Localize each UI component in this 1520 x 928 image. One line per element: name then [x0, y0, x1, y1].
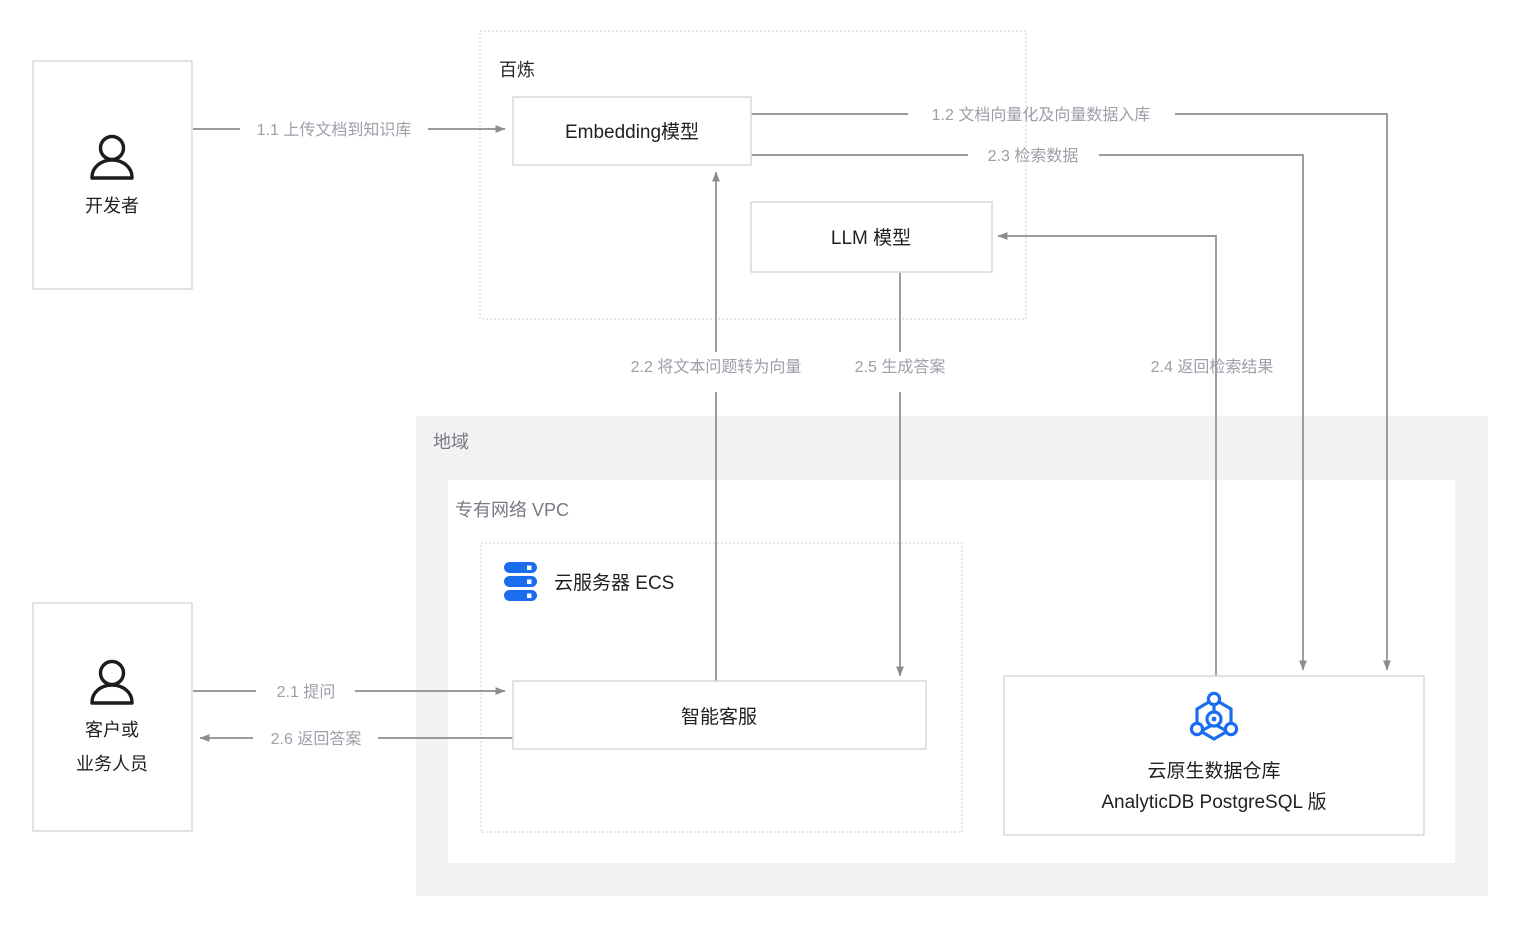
person-icon: [90, 659, 134, 705]
bailian-group-title: 百炼: [499, 60, 535, 80]
edge-label-2-6: 2.6 返回答案: [271, 730, 362, 748]
region-group-title: 地域: [433, 432, 469, 452]
customer-label-line1: 客户或: [85, 720, 139, 740]
edge-2-3-path: [1099, 154, 1307, 671]
chatbot-label: 智能客服: [681, 706, 757, 728]
server-stack-icon: [504, 562, 537, 601]
developer-label: 开发者: [85, 196, 139, 216]
person-icon: [90, 134, 134, 180]
embedding-model-box: [512, 96, 752, 166]
edge-label-1-2: 1.2 文档向量化及向量数据入库: [932, 106, 1151, 124]
analyticdb-label-line1: 云原生数据仓库: [1147, 760, 1280, 782]
analyticdb-label-line2: AnalyticDB PostgreSQL 版: [1101, 791, 1326, 813]
edge-label-1-1: 1.1 上传文档到知识库: [257, 121, 412, 139]
bailian-group-border: [479, 30, 1027, 320]
edge-label-2-3: 2.3 检索数据: [988, 147, 1079, 165]
chatbot-box: [512, 680, 927, 750]
customer-label-line2: 业务人员: [76, 754, 148, 774]
customer-box: [32, 602, 193, 832]
embedding-model-label: Embedding模型: [565, 121, 699, 143]
edge-label-2-5: 2.5 生成答案: [855, 358, 946, 376]
edge-label-2-4: 2.4 返回检索结果: [1151, 358, 1274, 376]
llm-model-box: [750, 201, 993, 273]
llm-model-label: LLM 模型: [831, 227, 911, 249]
ecs-group-border: [480, 542, 963, 833]
vpc-group-title: 专有网络 VPC: [455, 500, 569, 520]
edge-label-2-2: 2.2 将文本问题转为向量: [631, 358, 802, 376]
ecs-group-title: 云服务器 ECS: [554, 572, 674, 594]
developer-box: [32, 60, 193, 290]
edge-label-2-1: 2.1 提问: [277, 683, 336, 701]
edge-1-2-path: [1175, 113, 1391, 671]
analyticdb-node-icon: [1189, 691, 1239, 741]
edge-2-4-path: [997, 232, 1217, 676]
